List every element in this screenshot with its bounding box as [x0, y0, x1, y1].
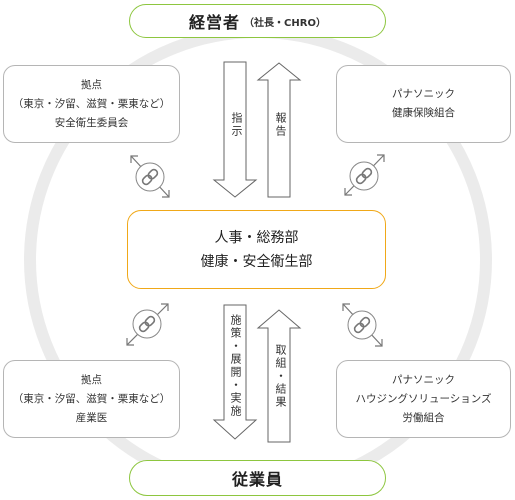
occupational-physician-label: 産業医: [75, 411, 108, 424]
link-icon: [135, 162, 165, 192]
site-safety-committee-box: 拠点 （東京・汐留、滋賀・栗東など） 安全衛生委員会: [3, 65, 180, 143]
panasonic-label: パナソニック: [392, 88, 455, 100]
labor-union-box: パナソニック ハウジングソリューションズ 労働組合: [336, 360, 511, 438]
site-label: 拠点: [81, 78, 102, 91]
results-label: 取組・結果: [274, 344, 287, 409]
housing-solutions-label: ハウジングソリューションズ: [355, 392, 492, 405]
management-box: 経営者 （社長・CHRO）: [129, 4, 386, 38]
health-insurance-box: パナソニック 健康保険組合: [336, 65, 511, 143]
report-arrow-up: [256, 62, 302, 198]
measures-label: 施策・展開・実施: [229, 314, 242, 418]
link-icon: [347, 310, 377, 340]
management-subtitle: （社長・CHRO）: [244, 17, 326, 29]
site-locations: （東京・汐留、滋賀・栗東など）: [12, 97, 171, 110]
management-title: 経営者: [189, 13, 241, 32]
instruction-arrow-down: [212, 61, 258, 198]
health-insurance-label: 健康保険組合: [392, 107, 455, 119]
employees-box: 従業員: [129, 460, 386, 496]
panasonic-label: パナソニック: [392, 373, 455, 386]
site-locations: （東京・汐留、滋賀・栗東など）: [12, 392, 171, 405]
site-label: 拠点: [81, 373, 102, 386]
report-label: 報告: [274, 112, 287, 138]
safety-committee-label: 安全衛生委員会: [54, 116, 129, 129]
hr-department-box: 人事・総務部 健康・安全衛生部: [127, 210, 386, 289]
link-icon: [349, 161, 379, 191]
health-safety-label: 健康・安全衛生部: [200, 253, 313, 270]
link-icon: [132, 309, 162, 339]
measures-arrow-down: [212, 304, 258, 440]
results-arrow-up: [256, 309, 302, 443]
employees-title: 従業員: [231, 470, 283, 489]
labor-union-label: 労働組合: [402, 411, 445, 424]
site-occupational-physician-box: 拠点 （東京・汐留、滋賀・栗東など） 産業医: [3, 360, 180, 438]
instruction-label: 指示: [230, 112, 243, 138]
hr-general-affairs-label: 人事・総務部: [214, 229, 299, 246]
